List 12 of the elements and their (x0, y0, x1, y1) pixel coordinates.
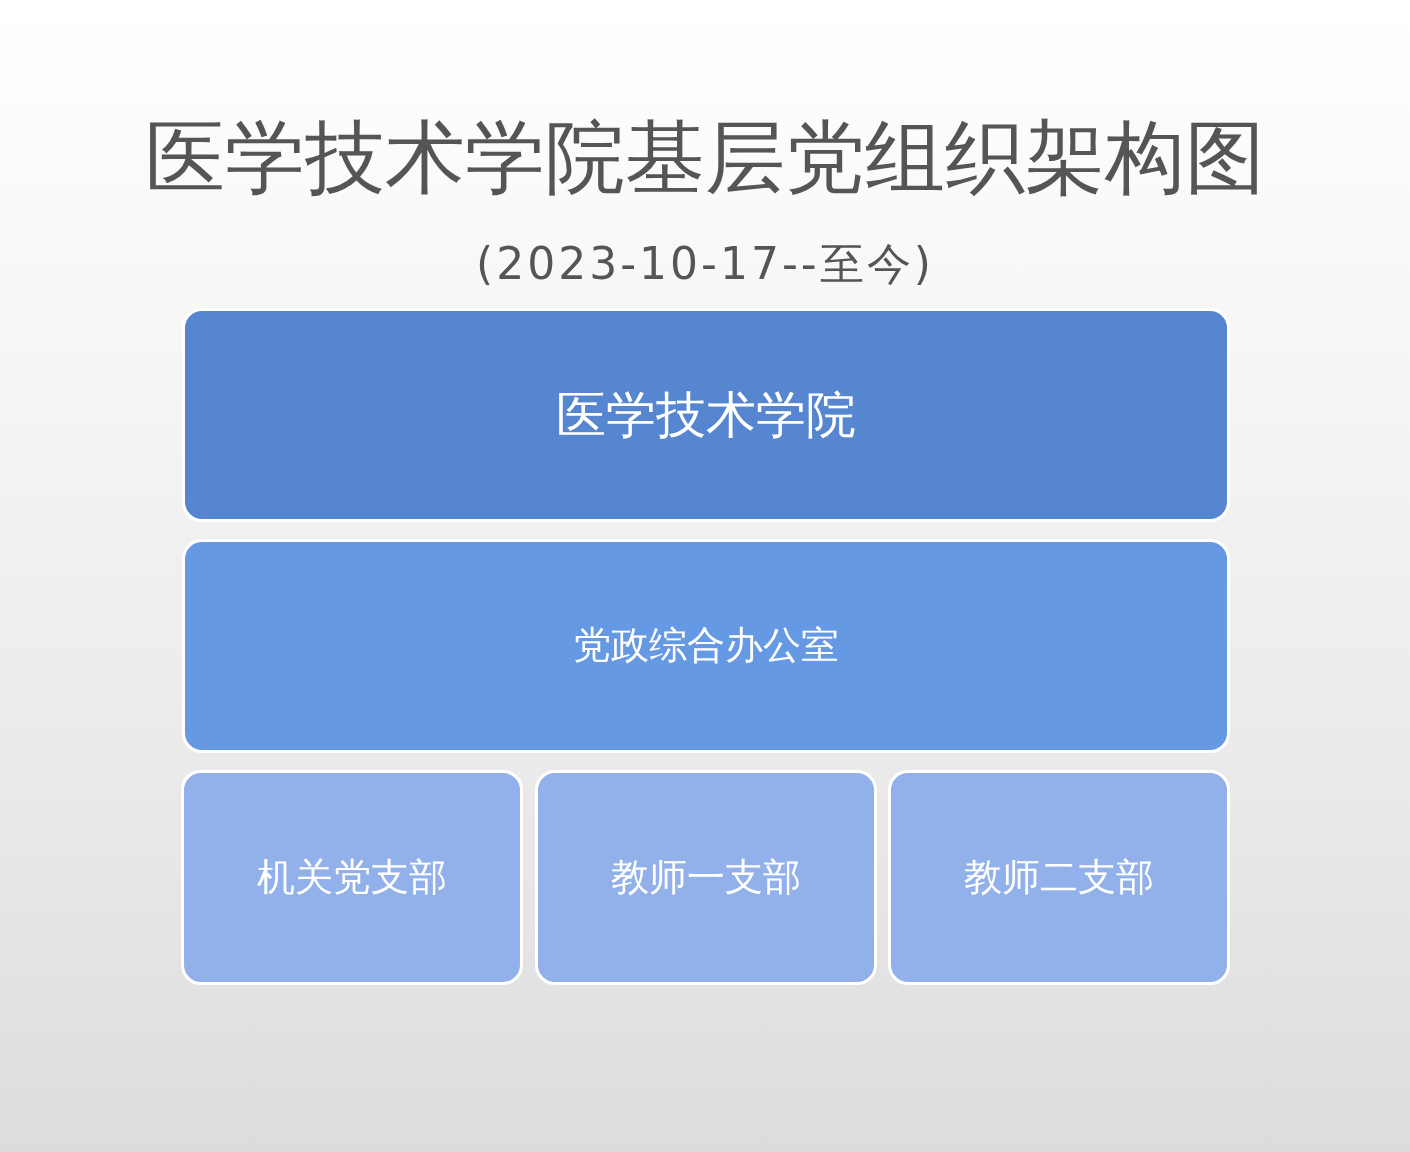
org-unit-box (182, 308, 1230, 522)
unit-name: 教师一支部 (611, 854, 801, 901)
unit-name: 党政综合办公室 (573, 623, 839, 669)
branch-box (535, 770, 877, 985)
branch-box (181, 770, 523, 985)
unit-name: 教师二支部 (964, 854, 1154, 901)
unit-name: 医学技术学院 (556, 385, 856, 445)
office-box (182, 539, 1230, 753)
date-range-label: (2023-10-17--至今) (475, 237, 935, 291)
branch-box (888, 770, 1230, 985)
diagram-title: 医学技术学院基层党组织架构图 (144, 110, 1266, 206)
unit-name: 机关党支部 (257, 854, 447, 901)
